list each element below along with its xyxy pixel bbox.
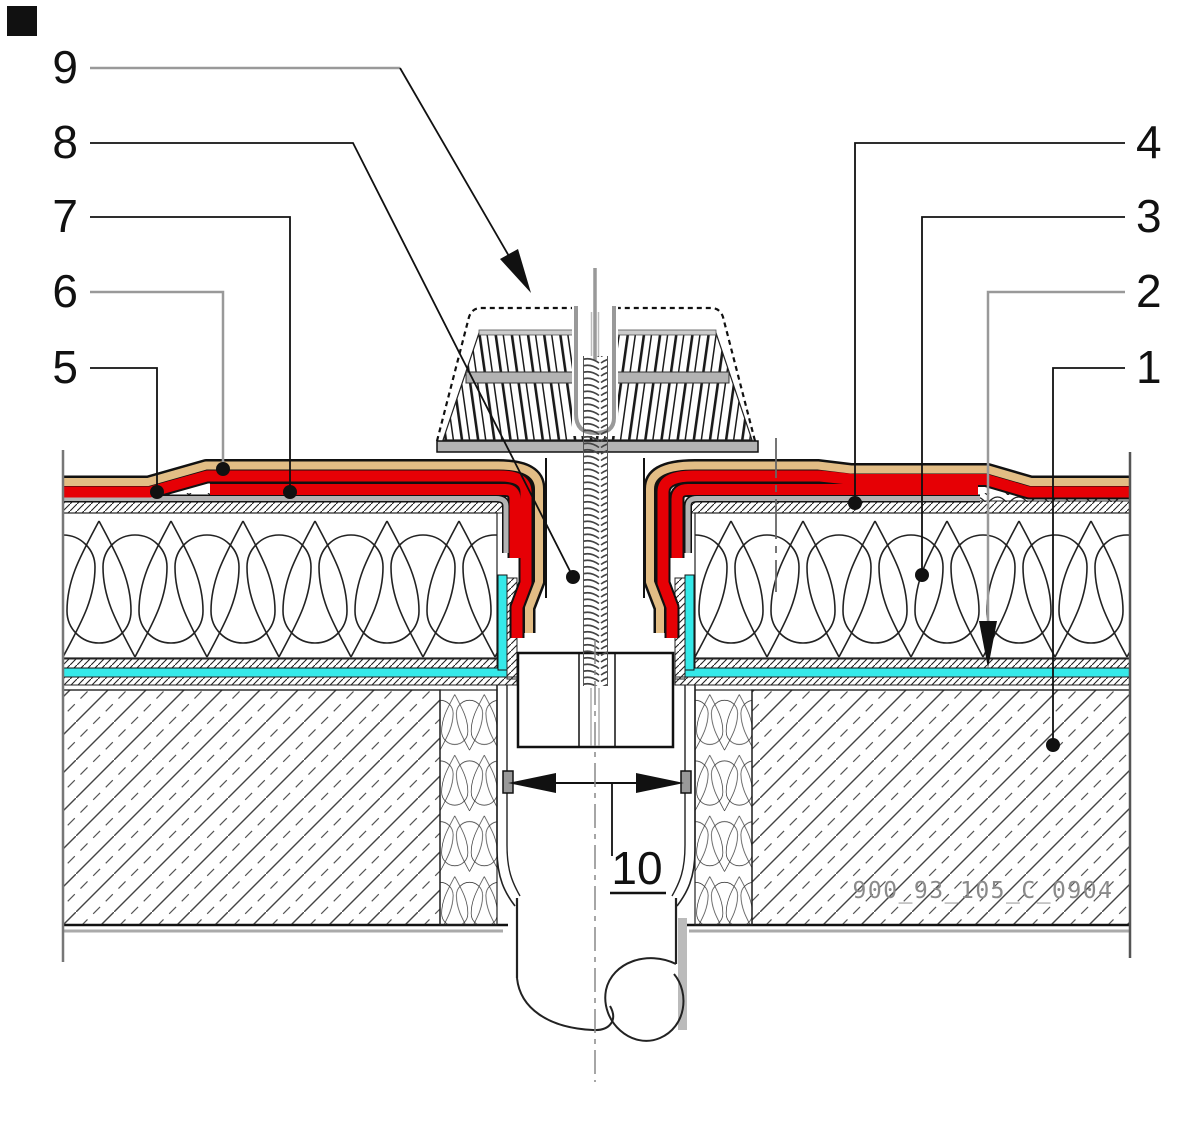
callout-label-5: 5 <box>52 341 78 393</box>
section-boundaries <box>61 450 1132 962</box>
roof-membranes-left <box>63 459 546 638</box>
membrane-gray-lining-right <box>685 496 980 553</box>
callout-6-protection-layer <box>90 290 230 476</box>
callout-label-6: 6 <box>52 265 78 317</box>
membrane-red-lower-right <box>671 484 978 558</box>
protection-layer-right <box>646 461 1130 633</box>
callout-label-3: 3 <box>1136 190 1162 242</box>
threaded-rod <box>583 356 608 686</box>
callout-label-2: 2 <box>1136 265 1162 317</box>
membrane-red-lower-left <box>210 484 521 558</box>
callout-label-4: 4 <box>1136 116 1162 168</box>
pipe-break-loop <box>604 957 685 1042</box>
callout-4-separation-layer <box>848 142 1125 510</box>
roof-membranes-right <box>643 459 1130 638</box>
callout-9-strainer-cap <box>90 66 531 293</box>
callout-10-drain-sleeve <box>610 783 666 895</box>
cap-slats-left <box>443 333 595 440</box>
callout-2-vapor-barrier <box>979 290 1125 668</box>
adjustment-range-arrow <box>508 773 684 793</box>
callout-3-insulation <box>915 216 1125 582</box>
pipe-break-line <box>516 977 615 1032</box>
callout-labels: 9 8 7 6 5 4 3 2 1 10 900_93_105_C_0904 <box>52 41 1161 904</box>
membrane-red-upper-left <box>63 470 532 638</box>
arrowhead <box>979 621 997 668</box>
pipe-shading <box>678 918 687 1030</box>
cap-slats-right <box>595 333 752 440</box>
callout-label-10: 10 <box>611 842 662 894</box>
opening-insulation-columns <box>439 685 753 926</box>
callout-label-7: 7 <box>52 190 78 242</box>
drawing-reference-code: 900_93_105_C_0904 <box>853 878 1114 904</box>
callout-1-concrete-deck <box>1046 367 1125 752</box>
protection-layer-left <box>63 461 543 633</box>
callout-7-lower-membrane <box>90 216 297 499</box>
membrane-red-upper-right <box>657 470 1130 638</box>
centerlines <box>594 438 777 1082</box>
insulation-layer <box>62 512 1131 659</box>
concrete-deck <box>62 689 1131 933</box>
callout-label-1: 1 <box>1136 341 1162 393</box>
callout-8-threaded-rod <box>90 142 580 584</box>
callout-5-upper-membrane <box>90 367 164 499</box>
membrane-gray-lining-left <box>63 496 509 553</box>
arrowhead <box>500 249 531 293</box>
callout-label-8: 8 <box>52 116 78 168</box>
callout-label-9: 9 <box>52 41 78 93</box>
callout-leaders <box>90 66 1125 895</box>
corner-marker <box>7 6 37 36</box>
